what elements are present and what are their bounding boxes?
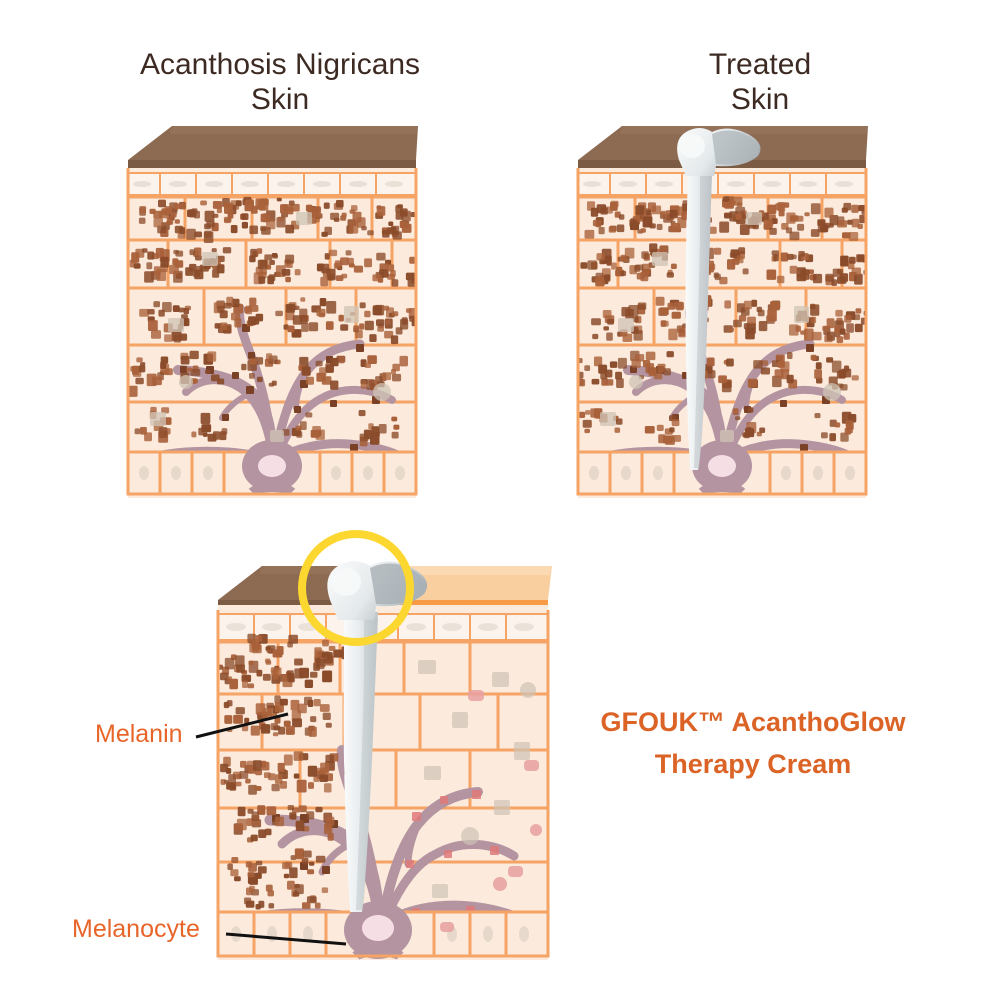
cream-blob-b — [677, 128, 761, 176]
callout-label-melanin: Melanin — [95, 720, 183, 748]
panel-result-split — [216, 530, 552, 960]
callout-label-melanocyte: Melanocyte — [72, 915, 200, 943]
cell-nuclei-b — [600, 212, 841, 442]
skin-block-outline-c — [216, 610, 550, 958]
panel-acanthosis-nigricans — [126, 126, 418, 498]
skin-block-b — [578, 168, 866, 498]
skin-block-c — [218, 605, 548, 960]
skin-block-outline-b — [576, 168, 868, 496]
callout-leader-melanin — [195, 712, 289, 739]
stratum-corneum-a — [128, 172, 416, 196]
panel-treated-skin — [576, 126, 868, 498]
panel-title-acanthosis: Acanthosis Nigricans Skin — [139, 48, 421, 117]
product-brand-name: GFOUK™ AcanthoGlow Therapy Cream — [600, 707, 906, 779]
basal-layer-a — [128, 440, 416, 496]
highlight-circle — [298, 530, 414, 646]
melanin-granules-c-left — [218, 633, 348, 910]
callout-leader-melanocyte — [225, 932, 347, 946]
keratinocyte-layers-a — [128, 195, 416, 454]
clear-cells-c-right — [418, 660, 542, 932]
stratum-corneum-b — [578, 172, 866, 196]
panel-title-treated: Treated Skin — [708, 48, 812, 117]
skin-block-outline-a — [126, 168, 418, 496]
skin-surface-dark-a — [128, 126, 418, 175]
basal-layer-c — [218, 901, 548, 960]
skin-block-a — [128, 168, 416, 498]
cell-nuclei-a — [150, 212, 391, 442]
cream-penetration-column-c — [343, 612, 378, 912]
cream-penetration-column-b — [685, 170, 712, 470]
